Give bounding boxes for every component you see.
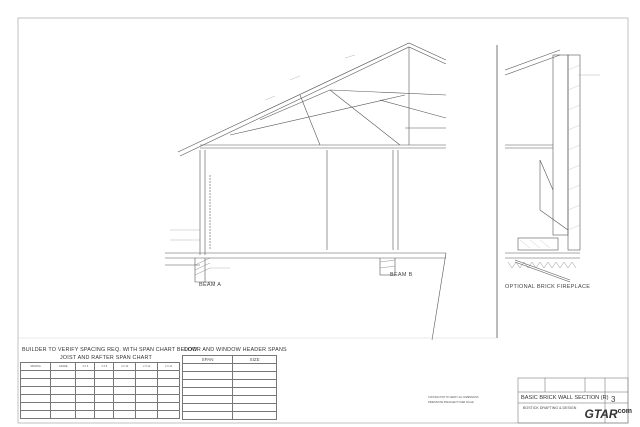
table-row bbox=[20, 370, 180, 379]
fireplace-title: OPTIONAL BRICK FIREPLACE bbox=[505, 284, 591, 290]
ground-hatch bbox=[194, 257, 396, 276]
fireplace-foundation bbox=[507, 261, 577, 269]
gtar-watermark: GTARcom bbox=[584, 407, 632, 421]
table-row bbox=[20, 394, 180, 403]
span-table-subtitle: JOIST AND RAFTER SPAN CHART bbox=[60, 355, 152, 361]
span-col-header: 2 X 12 bbox=[135, 362, 159, 371]
roof-truss bbox=[177, 42, 447, 157]
annotation-leaders bbox=[170, 54, 356, 269]
beam-a-title: BEAM A bbox=[199, 282, 222, 288]
span-table-caption: BUILDER TO VERIFY SPACING REQ. WITH SPAN… bbox=[22, 347, 198, 353]
span-table: SPACING GRADE 2 X 6 2 X 8 2 X 10 2 X 12 … bbox=[20, 362, 180, 419]
brick-hatch bbox=[519, 64, 581, 249]
header-span-table: SPAN SIZE bbox=[181, 355, 277, 420]
span-col-header: 2 X 10 bbox=[113, 362, 137, 371]
table-row bbox=[181, 387, 277, 396]
span-col-header: GRADE bbox=[49, 362, 77, 371]
table-row bbox=[181, 363, 277, 372]
table-row bbox=[181, 411, 277, 420]
table-row bbox=[20, 378, 180, 387]
span-col-header: SPACING bbox=[20, 362, 51, 371]
table-row bbox=[181, 379, 277, 388]
header-table-header-row: SPAN SIZE bbox=[181, 355, 277, 364]
title-block bbox=[517, 377, 629, 424]
company-name: BOSTICK DRAFTING & DESIGN bbox=[523, 406, 577, 410]
span-col-header: 2 X 6 bbox=[75, 362, 96, 371]
header-col-size: SIZE bbox=[232, 355, 277, 364]
contractor-note: CONTRACTOR TO VERIFY ALL DIMENSIONS bbox=[428, 396, 479, 399]
watermark-brand: GTAR bbox=[584, 407, 618, 421]
header-col-span: SPAN bbox=[181, 355, 234, 364]
table-row bbox=[20, 386, 180, 395]
table-row bbox=[20, 410, 180, 419]
table-row bbox=[181, 403, 277, 412]
watermark-suffix: com bbox=[617, 408, 632, 415]
span-col-header: 2 X 14 bbox=[157, 362, 180, 371]
dimension-note: DIMENSIONS PREVALENT OVER SCALE bbox=[428, 401, 474, 404]
header-table-caption: DOOR AND WINDOW HEADER SPANS bbox=[184, 347, 287, 353]
wall-framing bbox=[199, 150, 399, 255]
section-title: BASIC BRICK WALL SECTION (R) bbox=[521, 395, 609, 401]
table-row bbox=[181, 395, 277, 404]
table-row bbox=[181, 371, 277, 380]
table-row bbox=[20, 402, 180, 411]
beam-b-title: BEAM B bbox=[390, 272, 413, 278]
sheet-border bbox=[17, 17, 629, 424]
sheet-number: 3 bbox=[611, 395, 616, 404]
span-col-header: 2 X 8 bbox=[94, 362, 115, 371]
span-table-header-row: SPACING GRADE 2 X 6 2 X 8 2 X 10 2 X 12 … bbox=[20, 362, 180, 371]
fireplace-detail bbox=[504, 49, 581, 283]
floor-slab bbox=[165, 252, 447, 341]
